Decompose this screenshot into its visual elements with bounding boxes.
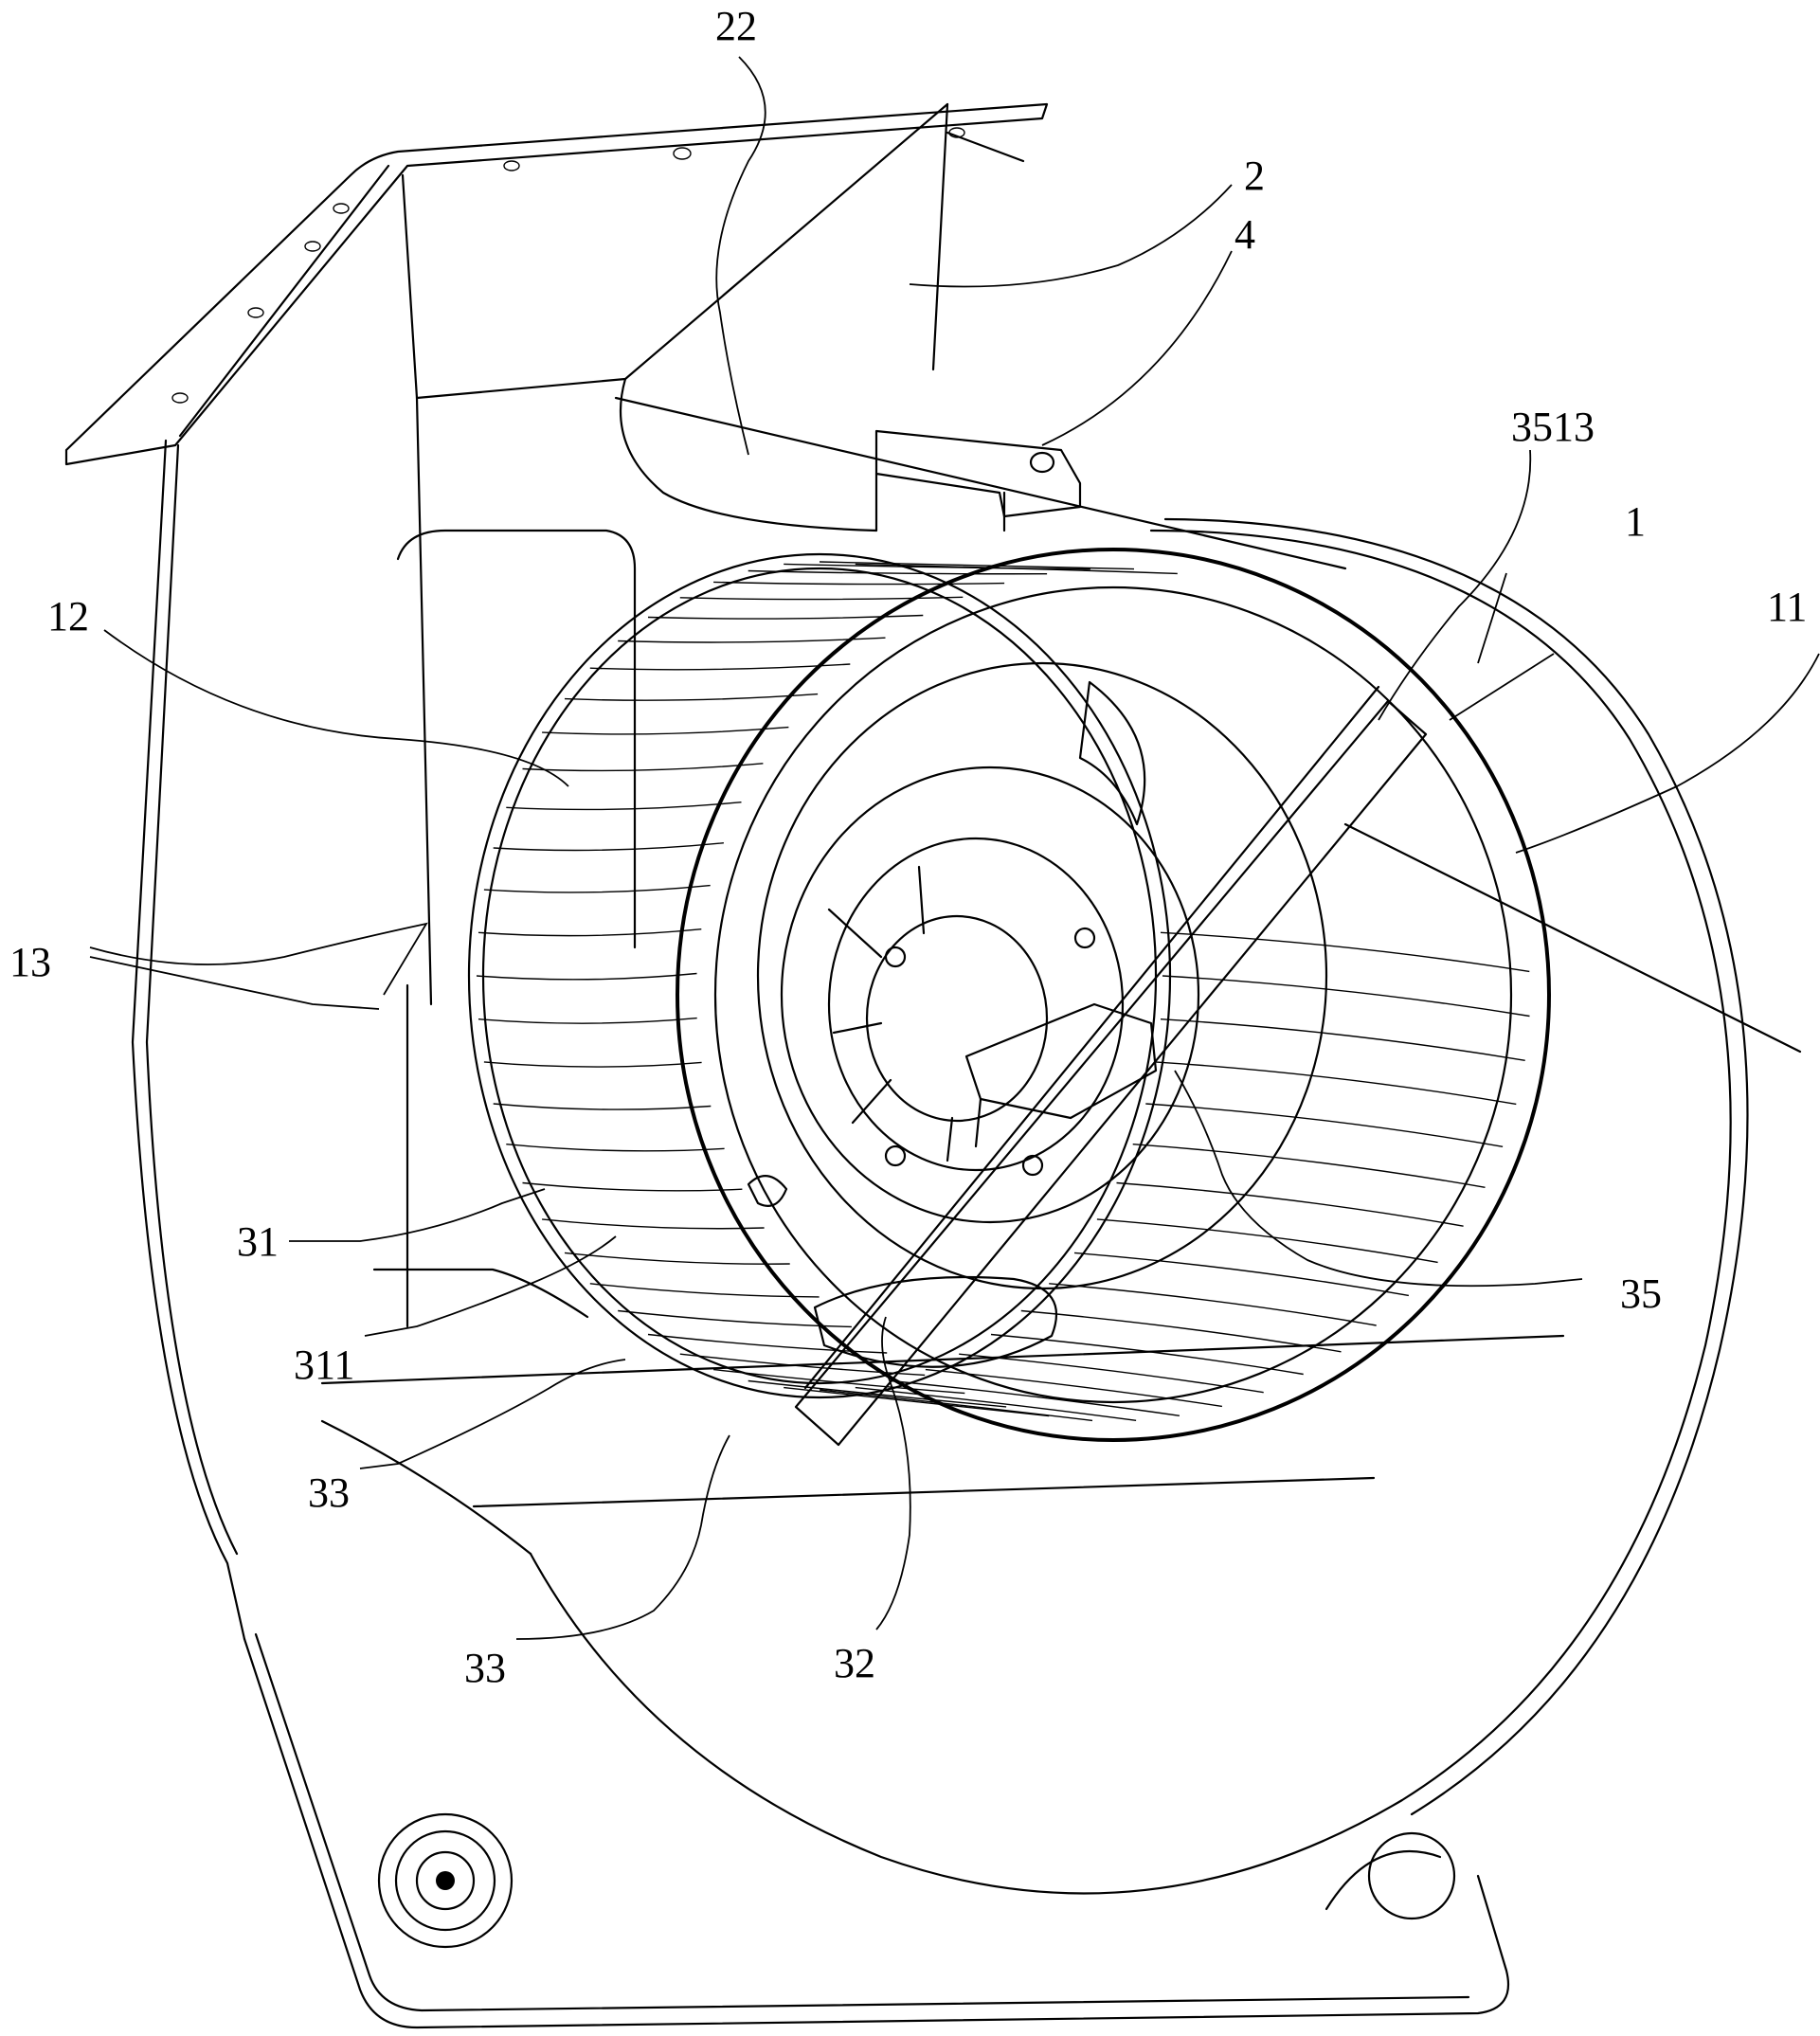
impeller-blade [478, 928, 702, 937]
impeller-blade [713, 1368, 965, 1395]
impeller-blade [522, 1181, 743, 1192]
label-35: 35 [1620, 1270, 1662, 1317]
sensor-block [874, 429, 1082, 532]
impeller-blade [1160, 931, 1530, 973]
outlet-duct [64, 102, 1347, 1006]
impeller-blades [476, 561, 1530, 1422]
impeller-blade [483, 884, 711, 893]
impeller-blade [564, 1252, 790, 1265]
impeller-blade [990, 1333, 1304, 1376]
impeller-blade [679, 596, 964, 601]
impeller-blade [1132, 1144, 1486, 1188]
reference-numerals: 22 2 4 3513 1 11 12 13 31 311 33 33 32 3… [9, 3, 1807, 1691]
impeller-blade [819, 1389, 1093, 1422]
label-33-lower: 33 [464, 1645, 506, 1691]
impeller-blade [506, 802, 742, 811]
impeller-blade [493, 842, 724, 852]
label-3513: 3513 [1511, 404, 1595, 450]
impeller-blade [522, 763, 764, 772]
label-13: 13 [9, 939, 51, 985]
impeller [467, 548, 1551, 1447]
impeller-blade [1155, 1061, 1517, 1106]
impeller-blade [589, 663, 851, 671]
impeller-blade [478, 1017, 697, 1024]
impeller-blade [1020, 1309, 1342, 1353]
impeller-blade [748, 1379, 1007, 1408]
impeller-blade [819, 561, 1135, 570]
label-11: 11 [1767, 584, 1807, 630]
impeller-blade [476, 972, 697, 981]
label-22: 22 [715, 3, 757, 49]
label-2: 2 [1244, 153, 1265, 199]
impeller-blade [1096, 1218, 1438, 1264]
impeller-blade [493, 1103, 712, 1110]
label-1: 1 [1625, 498, 1646, 545]
impeller-blade [784, 563, 1090, 570]
impeller-blade [1160, 1018, 1525, 1061]
label-12: 12 [47, 593, 89, 640]
impeller-blade [506, 1144, 725, 1152]
impeller-blade [679, 1353, 926, 1377]
impeller-blade [564, 693, 819, 701]
label-32: 32 [834, 1640, 875, 1686]
impeller-blade [891, 1379, 1180, 1416]
impeller-blade [1049, 1283, 1377, 1326]
impeller-blade [784, 1386, 1050, 1417]
impeller-blade [855, 563, 1178, 575]
impeller-blade [1116, 1181, 1464, 1227]
impeller-blade [1145, 1103, 1504, 1147]
impeller-blade [1162, 975, 1530, 1018]
leader-lines [89, 56, 1820, 1640]
label-4: 4 [1234, 211, 1255, 258]
impeller-blade [542, 726, 789, 735]
impeller-blade [748, 569, 1048, 575]
impeller-blade [713, 581, 1005, 586]
impeller-blade [483, 1061, 702, 1068]
volute-housing [131, 439, 1802, 2029]
label-311: 311 [294, 1342, 354, 1388]
impeller-blade [1073, 1252, 1410, 1297]
label-33-upper: 33 [308, 1469, 350, 1516]
label-31: 31 [237, 1218, 279, 1265]
impeller-blade [647, 1333, 888, 1354]
impeller-blade [542, 1218, 765, 1230]
